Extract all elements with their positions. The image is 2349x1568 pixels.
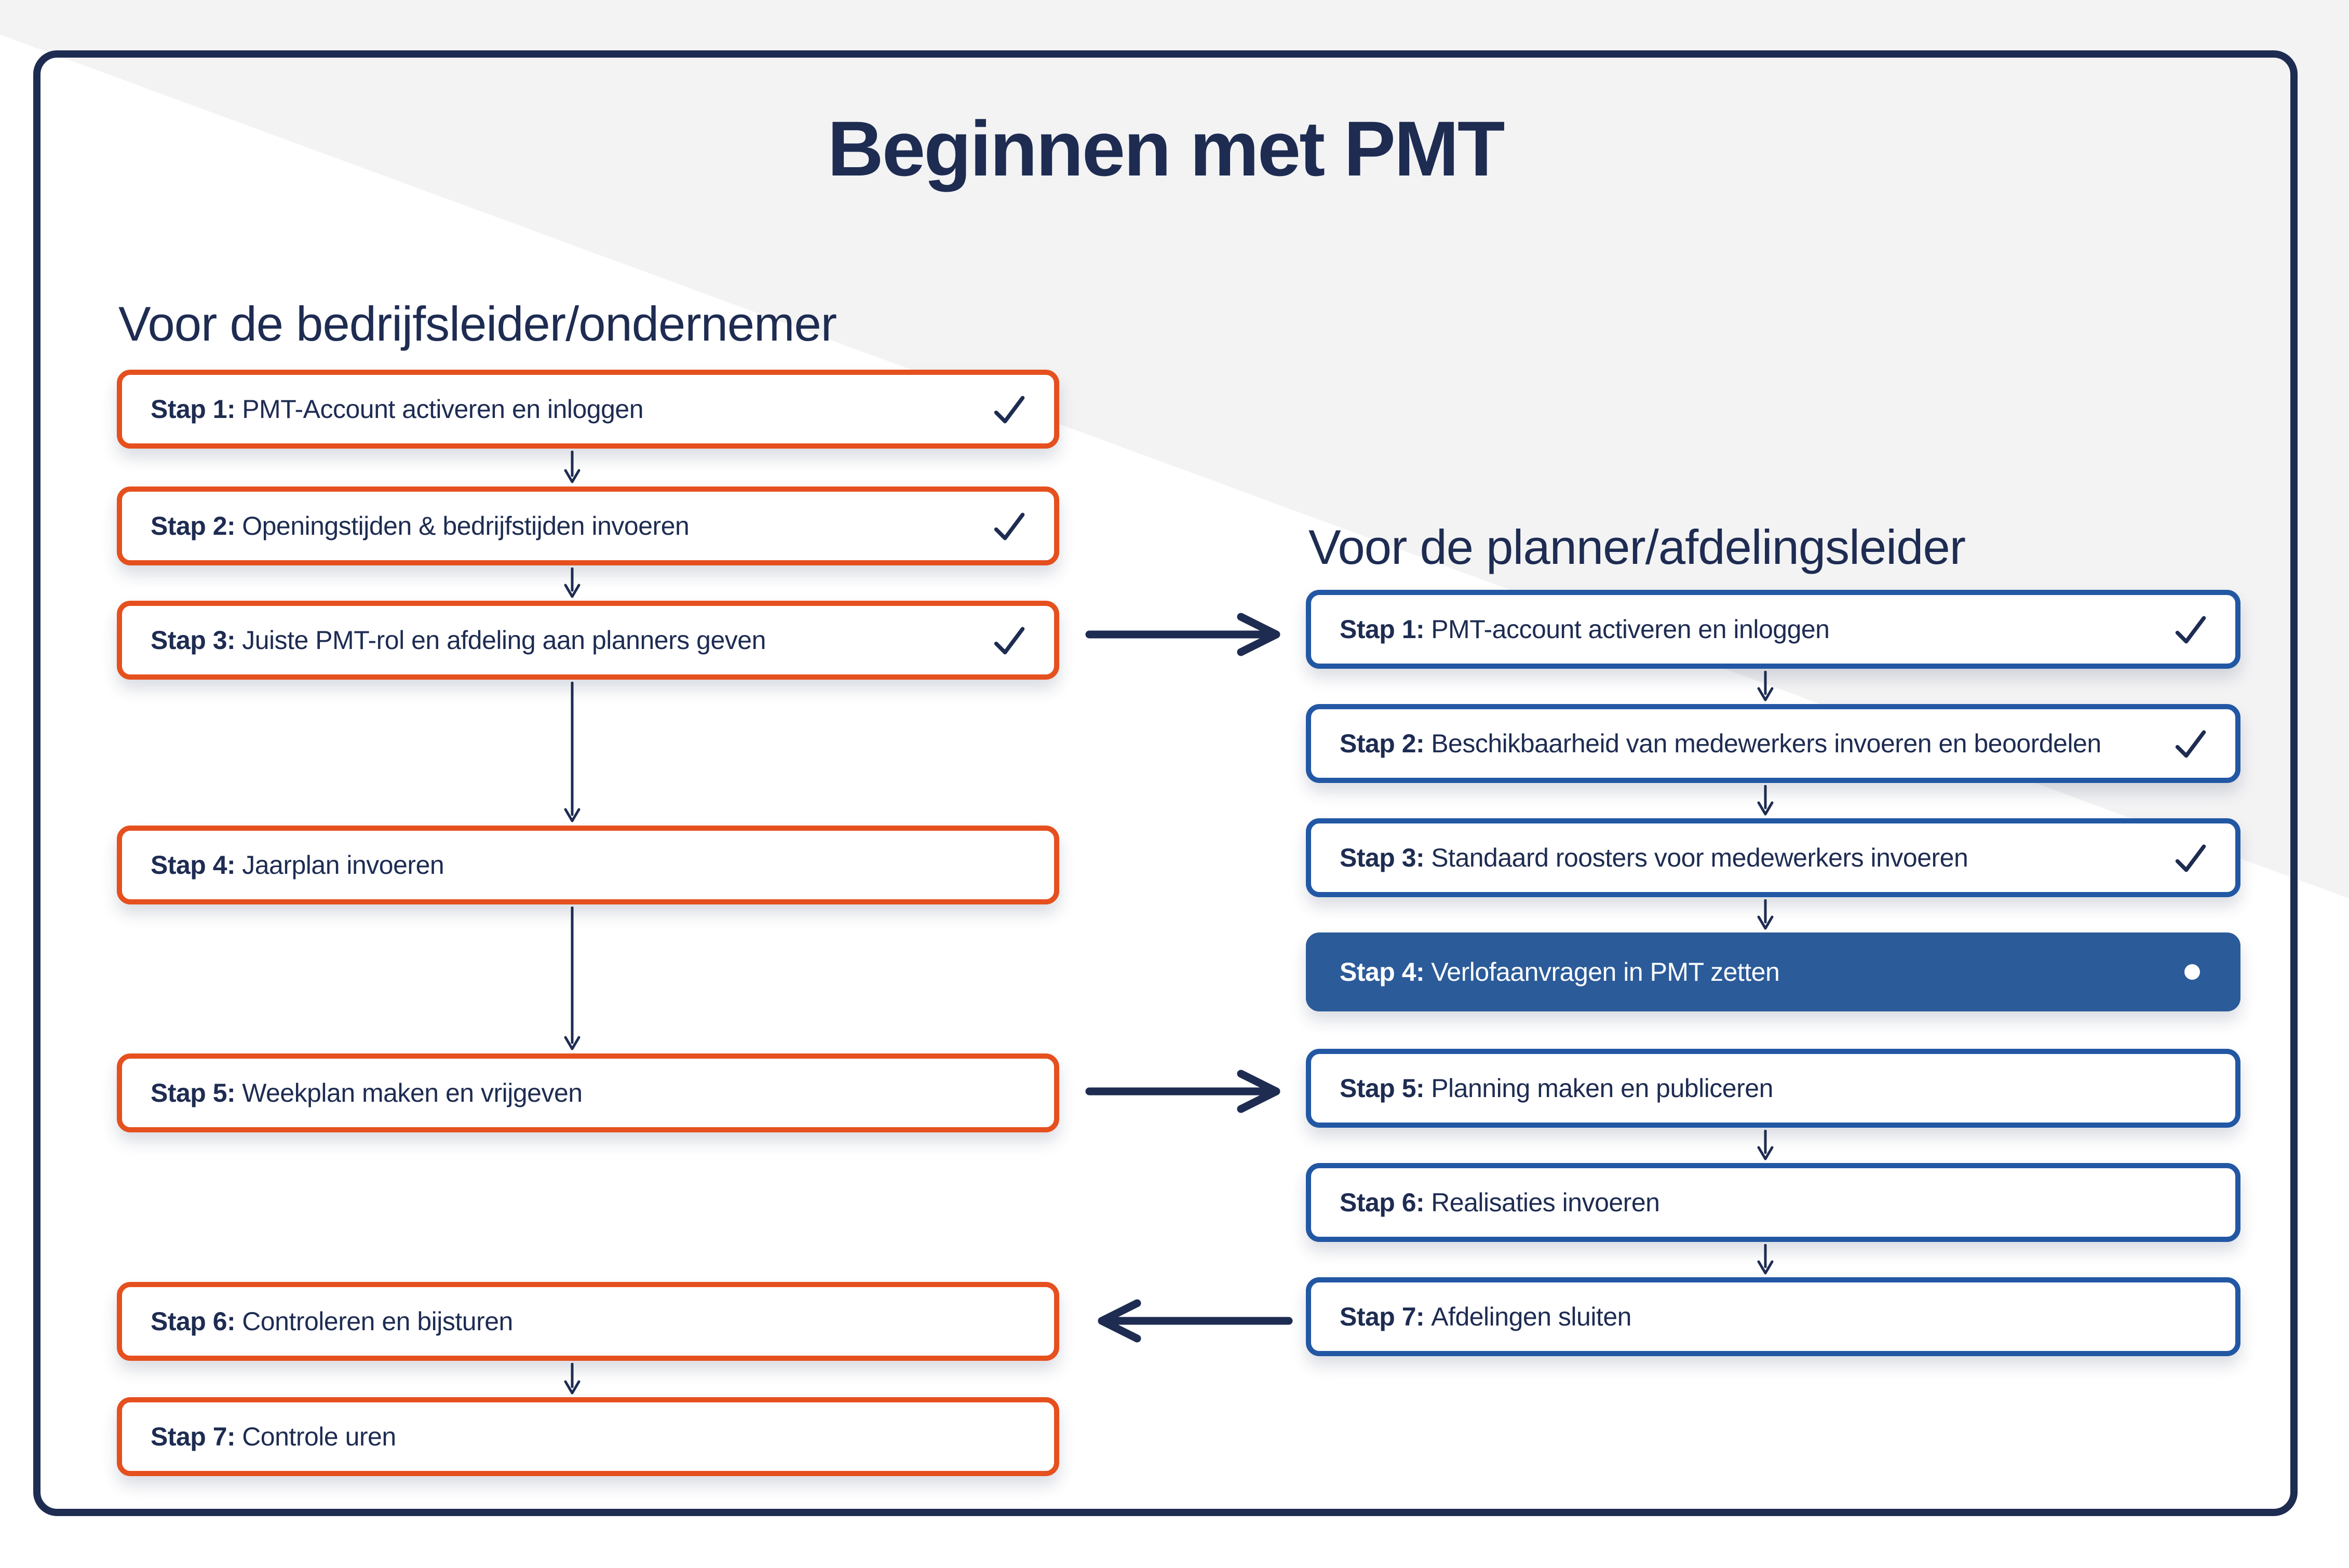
step-prefix: Stap 1: xyxy=(151,395,236,424)
step-box-planner-3: Stap 3: Standaard roosters voor medewerk… xyxy=(1306,818,2240,897)
step-box-bedrijfsleider-4: Stap 4: Jaarplan invoeren xyxy=(117,826,1059,904)
step-label: Afdelingen sluiten xyxy=(1431,1302,1631,1331)
right-column-heading: Voor de planner/afdelingsleider xyxy=(1308,520,1966,574)
step-box-planner-1: Stap 1: PMT-account activeren en inlogge… xyxy=(1306,590,2240,669)
arrow-down-icon xyxy=(1757,785,1774,816)
step-prefix: Stap 2: xyxy=(151,511,236,540)
step-label: PMT-Account activeren en inloggen xyxy=(242,395,644,424)
step-prefix: Stap 7: xyxy=(1340,1302,1425,1331)
checkmark-icon xyxy=(2175,844,2206,872)
arrow-down-icon xyxy=(564,451,580,483)
checkmark-icon xyxy=(2175,616,2206,644)
step-label: Planning maken en publiceren xyxy=(1431,1074,1773,1103)
step-label: PMT-account activeren en inloggen xyxy=(1431,615,1830,644)
step-box-bedrijfsleider-7: Stap 7: Controle uren xyxy=(117,1397,1059,1476)
arrow-down-icon xyxy=(1757,671,1774,701)
step-label: Beschikbaarheid van medewerkers invoeren… xyxy=(1431,729,2101,758)
arrow-right-icon xyxy=(1085,1070,1280,1113)
step-label: Controleren en bijsturen xyxy=(242,1307,513,1336)
step-box-bedrijfsleider-2: Stap 2: Openingstijden & bedrijfstijden … xyxy=(117,486,1059,565)
checkmark-icon xyxy=(994,627,1025,655)
step-box-bedrijfsleider-1: Stap 1: PMT-Account activeren en inlogge… xyxy=(117,370,1059,449)
arrow-down-icon xyxy=(1757,1130,1774,1160)
step-box-planner-4: Stap 4: Verlofaanvragen in PMT zetten xyxy=(1306,932,2240,1011)
checkmark-icon xyxy=(2175,730,2206,758)
step-prefix: Stap 1: xyxy=(1340,615,1425,644)
step-prefix: Stap 4: xyxy=(151,850,236,880)
arrow-right-icon xyxy=(1085,613,1280,656)
step-box-planner-7: Stap 7: Afdelingen sluiten xyxy=(1306,1277,2240,1356)
step-label: Jaarplan invoeren xyxy=(242,850,444,880)
step-box-bedrijfsleider-3: Stap 3: Juiste PMT-rol en afdeling aan p… xyxy=(117,601,1059,680)
arrow-down-icon xyxy=(564,567,580,598)
step-box-planner-2: Stap 2: Beschikbaarheid van medewerkers … xyxy=(1306,704,2240,783)
step-prefix: Stap 6: xyxy=(1340,1188,1425,1217)
step-label: Controle uren xyxy=(242,1422,396,1451)
main-card xyxy=(33,50,2298,1516)
page-title: Beginnen met PMT xyxy=(827,105,1505,192)
step-box-planner-6: Stap 6: Realisaties invoeren xyxy=(1306,1163,2240,1242)
step-prefix: Stap 2: xyxy=(1340,729,1425,758)
checkmark-icon xyxy=(994,512,1025,540)
step-box-bedrijfsleider-6: Stap 6: Controleren en bijsturen xyxy=(117,1282,1059,1361)
step-prefix: Stap 4: xyxy=(1340,957,1425,986)
step-prefix: Stap 5: xyxy=(1340,1074,1425,1103)
step-label: Realisaties invoeren xyxy=(1431,1188,1660,1217)
step-prefix: Stap 5: xyxy=(151,1078,236,1107)
arrow-down-icon xyxy=(1757,1244,1774,1275)
arrow-left-icon xyxy=(1098,1299,1293,1343)
step-label: Standaard roosters voor medewerkers invo… xyxy=(1431,843,1968,872)
step-box-planner-5: Stap 5: Planning maken en publiceren xyxy=(1306,1049,2240,1128)
checkmark-icon xyxy=(994,396,1025,424)
arrow-down-icon xyxy=(1757,899,1774,930)
step-box-bedrijfsleider-5: Stap 5: Weekplan maken en vrijgeven xyxy=(117,1053,1059,1132)
step-prefix: Stap 6: xyxy=(151,1307,236,1336)
step-prefix: Stap 3: xyxy=(151,626,236,655)
step-label: Weekplan maken en vrijgeven xyxy=(242,1078,583,1107)
left-column-heading: Voor de bedrijfsleider/ondernemer xyxy=(118,296,837,351)
current-step-dot xyxy=(2184,964,2200,980)
arrow-down-icon xyxy=(564,682,580,822)
step-label: Juiste PMT-rol en afdeling aan planners … xyxy=(242,626,766,655)
step-label: Verlofaanvragen in PMT zetten xyxy=(1431,957,1780,986)
step-label: Openingstijden & bedrijfstijden invoeren xyxy=(242,511,690,540)
step-prefix: Stap 7: xyxy=(151,1422,236,1451)
step-prefix: Stap 3: xyxy=(1340,843,1425,872)
arrow-down-icon xyxy=(564,907,580,1050)
arrow-down-icon xyxy=(564,1363,580,1395)
